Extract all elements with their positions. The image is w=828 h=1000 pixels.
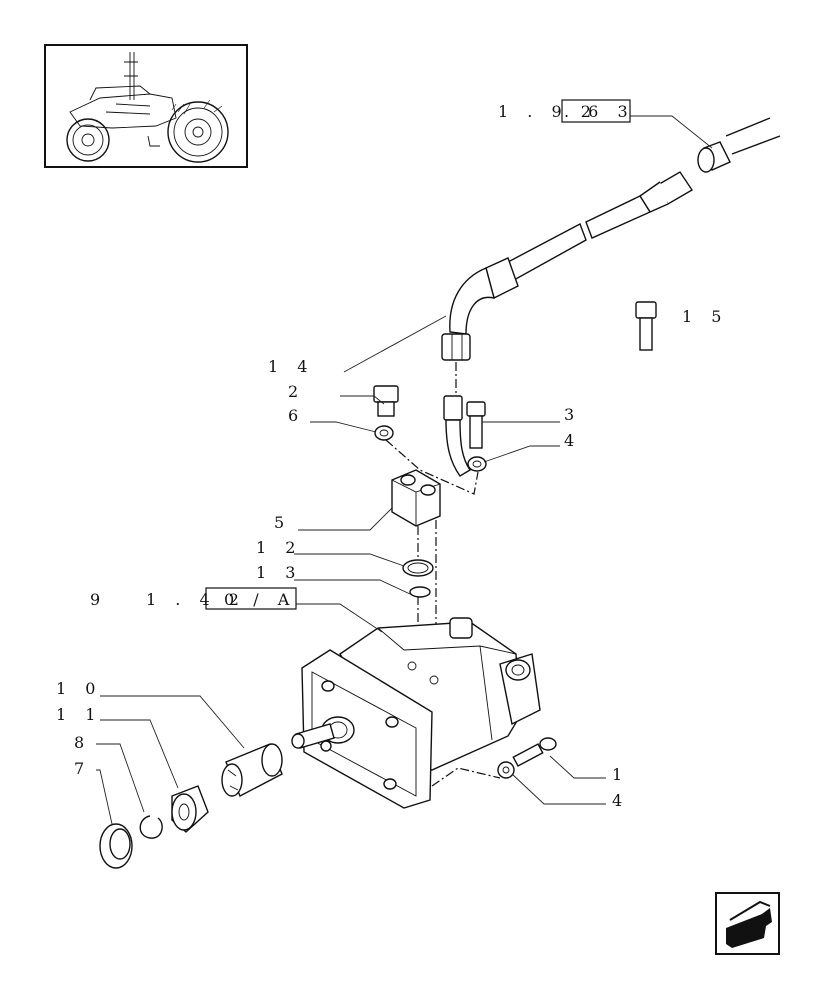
callout-11: 1 1 [56,705,102,724]
seal-7 [99,823,133,869]
coupling-10 [221,743,283,797]
ref-label-mid-a[interactable]: 1 . 4 2 [146,590,246,609]
ref-label-top-b[interactable]: . 6 3 [564,102,635,121]
callout-4-lower: 4 [612,791,629,810]
flange-5 [391,469,441,527]
bolt-3 [466,401,486,449]
callout-1: 1 [612,765,629,784]
o-ring-12 [402,559,434,577]
o-ring-13 [409,586,431,598]
ref-box-mid [205,587,297,610]
callout-15: 1 5 [682,307,728,326]
callout-5: 5 [274,513,291,532]
callout-2: 2 [288,382,305,401]
callout-3: 3 [564,405,581,424]
hydraulic-hose [441,117,781,361]
washer-6 [374,425,394,441]
callout-6: 6 [288,406,305,425]
callout-14: 1 4 [268,357,314,376]
bolt-2 [373,385,399,417]
callout-4-upper: 4 [564,431,581,450]
leader-lines [96,115,713,825]
circlip-8 [139,815,163,839]
washer-4-lower [497,761,515,779]
ref-box-top [561,99,631,123]
hydraulic-pump [301,617,541,809]
callout-7: 7 [74,759,91,778]
bolt-1 [512,737,557,767]
ref-label-mid-b[interactable]: 0 / A [224,590,296,609]
callout-12: 1 2 [256,538,302,557]
tractor-thumbnail-icon[interactable] [44,44,248,168]
callout-10: 1 0 [56,679,102,698]
pipe-fitting [443,395,471,477]
ref-label-mid-num: 9 [90,590,107,609]
callout-8: 8 [74,733,91,752]
pump-shaft [291,723,335,749]
callout-13: 1 3 [256,563,302,582]
ref-label-top-a[interactable]: 1 . 9 2 [498,102,598,121]
back-arrow-icon[interactable] [715,892,780,955]
washer-4-upper [467,456,487,472]
bolt-15 [635,301,657,351]
coupling-hub-11 [171,785,209,833]
